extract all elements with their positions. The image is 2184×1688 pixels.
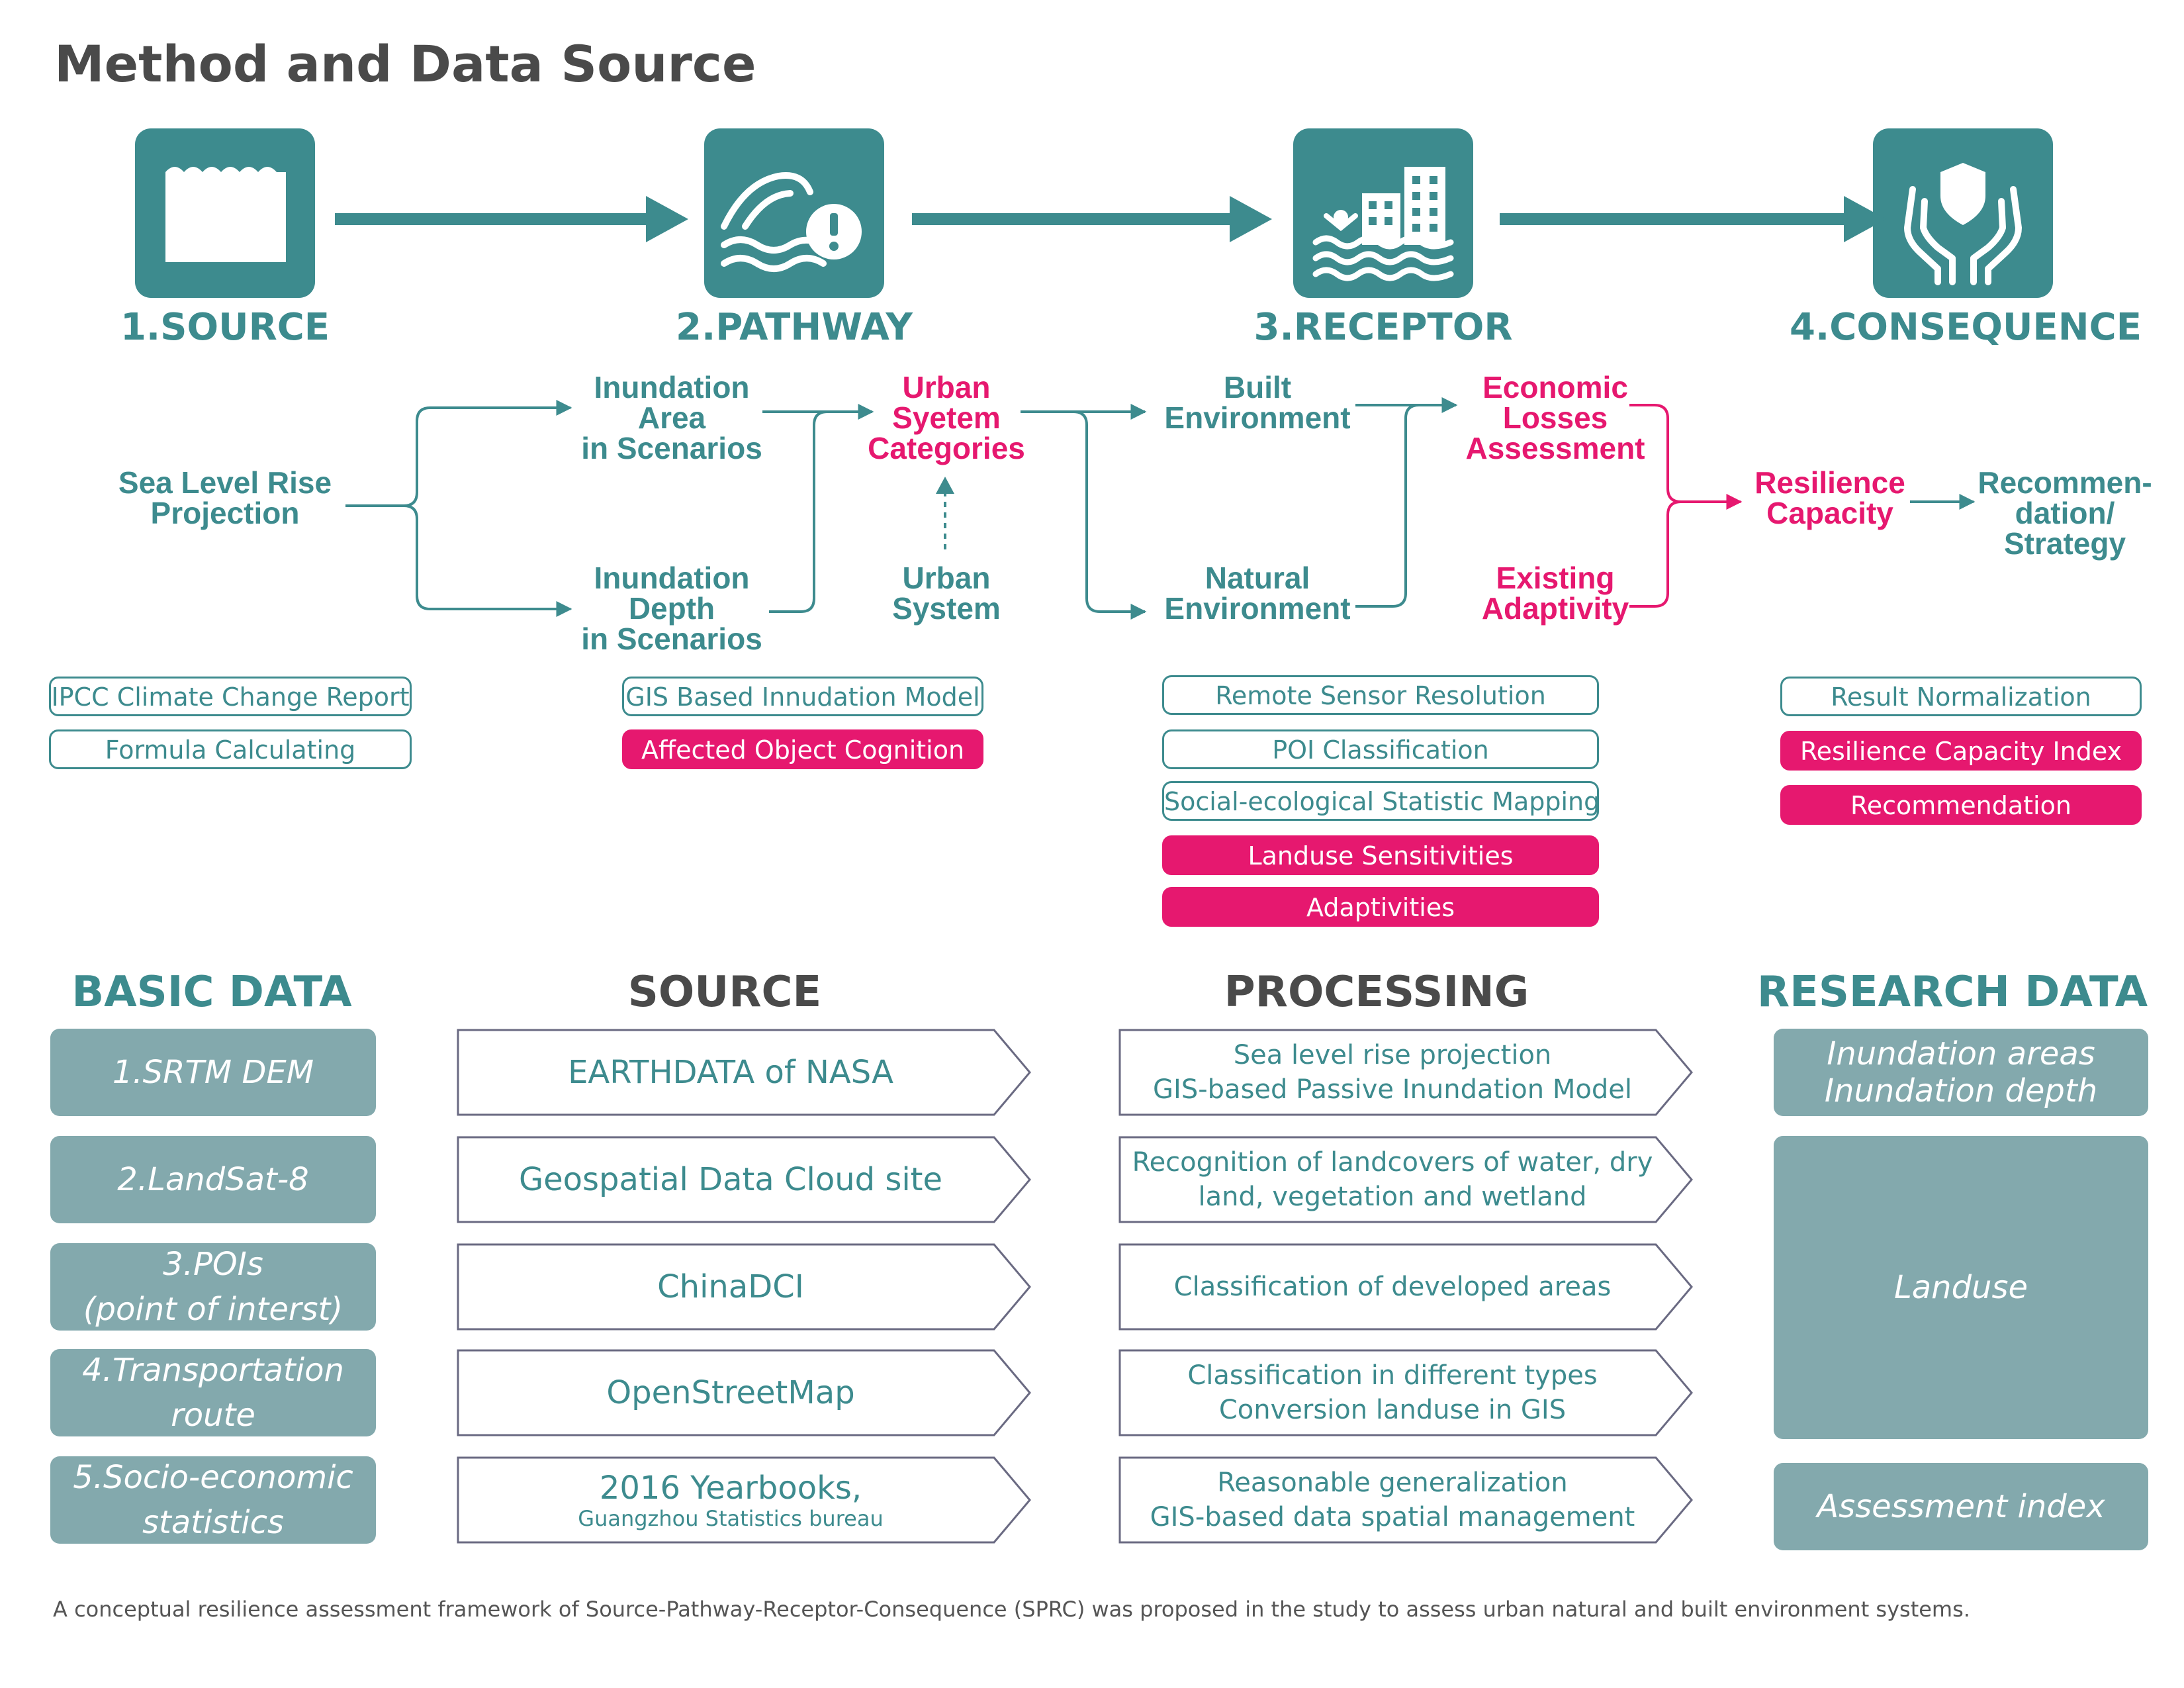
processing-step-4: Classification in different types Conver… bbox=[1118, 1349, 1694, 1436]
stage-label-consequence: 4.CONSEQUENCE bbox=[1790, 306, 2142, 349]
header-basic-data: BASIC DATA bbox=[71, 968, 352, 1017]
method-formula-calculating: Formula Calculating bbox=[49, 729, 412, 769]
node-economic-losses: Economic Losses Assessment bbox=[1465, 370, 1645, 465]
basic-data-landsat-8: 2.LandSat-8 bbox=[50, 1136, 376, 1223]
header-research-data: RESEARCH DATA bbox=[1756, 968, 2148, 1017]
research-landuse: Landuse bbox=[1774, 1136, 2148, 1439]
processing-step-5: Reasonable generalization GIS-based data… bbox=[1118, 1456, 1694, 1544]
node-inundation-area: Inundation Area in Scenarios bbox=[581, 370, 762, 465]
method-resilience-capacity-index: Resilience Capacity Index bbox=[1780, 731, 2142, 771]
node-inundation-depth: Inundation Depth in Scenarios bbox=[581, 561, 762, 656]
source-main-text: 2016 Yearbooks, bbox=[599, 1470, 862, 1507]
method-ipcc-report: IPCC Climate Change Report bbox=[49, 677, 412, 716]
header-source: SOURCE bbox=[627, 968, 822, 1017]
flooded-city-icon bbox=[1293, 128, 1473, 298]
basic-data-pois: 3.POIs (point of interst) bbox=[50, 1243, 376, 1331]
stage-label-pathway: 2.PATHWAY bbox=[676, 306, 913, 349]
processing-text: Recognition of landcovers of water, dry … bbox=[1132, 1147, 1653, 1212]
sea-level-icon bbox=[135, 128, 315, 298]
source-main-text: Geospatial Data Cloud site bbox=[518, 1161, 943, 1198]
page-title: Method and Data Source bbox=[54, 34, 756, 93]
source-geospatial-data-cloud: Geospatial Data Cloud site bbox=[457, 1136, 1032, 1223]
flow-connectors bbox=[335, 196, 1976, 620]
basic-data-srtm-dem: 1.SRTM DEM bbox=[50, 1029, 376, 1116]
method-result-normalization: Result Normalization bbox=[1780, 677, 2142, 716]
source-sub-text: Guangzhou Statistics bureau bbox=[578, 1506, 884, 1531]
method-affected-object-cognition: Affected Object Cognition bbox=[622, 729, 983, 769]
node-urban-system-categories: Urban Syetem Categories bbox=[868, 370, 1025, 465]
method-poi-classification: POI Classification bbox=[1162, 729, 1599, 769]
research-assessment-index: Assessment index bbox=[1774, 1463, 2148, 1550]
node-recommendation-strategy: Recommen- dation/ Strategy bbox=[1978, 465, 2152, 561]
processing-step-1: Sea level rise projection GIS-based Pass… bbox=[1118, 1029, 1694, 1116]
node-resilience-capacity: Resilience Capacity bbox=[1754, 465, 1905, 530]
basic-data-socio-economic: 5.Socio-economic statistics bbox=[50, 1456, 376, 1544]
source-main-text: ChinaDCI bbox=[657, 1268, 804, 1305]
header-processing: PROCESSING bbox=[1224, 968, 1529, 1017]
node-existing-adaptivity: Existing Adaptivity bbox=[1481, 561, 1629, 626]
node-built-environment: Built Environment bbox=[1164, 370, 1351, 435]
basic-data-transportation-route: 4.Transportation route bbox=[50, 1349, 376, 1436]
method-social-ecological-mapping: Social-ecological Statistic Mapping bbox=[1162, 781, 1599, 821]
method-recommendation: Recommendation bbox=[1780, 785, 2142, 825]
source-chinadci: ChinaDCI bbox=[457, 1243, 1032, 1331]
processing-text: Classification in different types Conver… bbox=[1187, 1360, 1598, 1425]
method-remote-sensor-resolution: Remote Sensor Resolution bbox=[1162, 675, 1599, 715]
node-urban-system: Urban System bbox=[892, 561, 1001, 626]
shield-hands-icon bbox=[1873, 128, 2053, 298]
wave-warning-icon bbox=[704, 128, 884, 298]
source-earthdata-nasa: EARTHDATA of NASA bbox=[457, 1029, 1032, 1116]
method-landuse-sensitivities: Landuse Sensitivities bbox=[1162, 835, 1599, 875]
research-inundation: Inundation areas Inundation depth bbox=[1774, 1029, 2148, 1116]
source-yearbooks: 2016 Yearbooks, Guangzhou Statistics bur… bbox=[457, 1456, 1032, 1544]
processing-step-3: Classification of developed areas bbox=[1118, 1243, 1694, 1331]
figure-caption: A conceptual resilience assessment frame… bbox=[53, 1597, 1970, 1622]
node-sea-level-rise: Sea Level Rise Projection bbox=[118, 465, 332, 530]
source-main-text: EARTHDATA of NASA bbox=[568, 1054, 893, 1091]
node-natural-environment: Natural Environment bbox=[1164, 561, 1351, 626]
processing-text: Reasonable generalization GIS-based data… bbox=[1150, 1468, 1635, 1532]
processing-text: Sea level rise projection GIS-based Pass… bbox=[1153, 1040, 1632, 1105]
stage-label-receptor: 3.RECEPTOR bbox=[1253, 306, 1513, 349]
method-adaptivities: Adaptivities bbox=[1162, 887, 1599, 927]
source-openstreetmap: OpenStreetMap bbox=[457, 1349, 1032, 1436]
processing-step-2: Recognition of landcovers of water, dry … bbox=[1118, 1136, 1694, 1223]
processing-text: Classification of developed areas bbox=[1173, 1272, 1612, 1302]
stage-label-source: 1.SOURCE bbox=[120, 306, 330, 349]
method-gis-innudation-model: GIS Based Innudation Model bbox=[622, 677, 983, 716]
source-main-text: OpenStreetMap bbox=[606, 1374, 855, 1411]
